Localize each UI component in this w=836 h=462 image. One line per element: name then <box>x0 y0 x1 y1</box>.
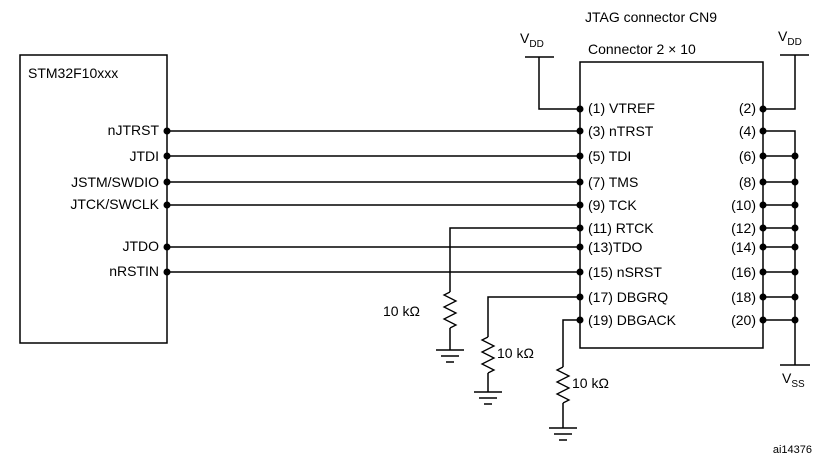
pin-19-label: (19) DBGACK <box>588 312 677 328</box>
connector-left-dots <box>576 105 584 324</box>
vdd-left: VDD <box>520 30 580 110</box>
connector-left-pins: (1) VTREF (3) nTRST (5) TDI (7) TMS (9) … <box>588 100 677 328</box>
vdd-right-sub: DD <box>787 37 801 48</box>
pin-12-label: (12) <box>731 220 756 236</box>
resistor-dbgrq-label: 10 kΩ <box>497 345 534 361</box>
pin-1-label: (1) VTREF <box>588 100 655 116</box>
vss-sub: SS <box>791 379 805 390</box>
connector-subtitle: Connector 2 × 10 <box>588 41 696 57</box>
pin-8-label: (8) <box>739 174 756 190</box>
mcu-name: STM32F10xxx <box>28 65 118 81</box>
pin-4-label: (4) <box>739 123 756 139</box>
resistor-rtck: 10 kΩ <box>383 227 580 363</box>
pin-11-label: (11) RTCK <box>588 220 654 236</box>
pin-20-label: (20) <box>731 312 756 328</box>
resistor-dbgack: 10 kΩ <box>549 319 609 441</box>
resistor-rtck-label: 10 kΩ <box>383 303 420 319</box>
pin-2-label: (2) <box>739 100 756 116</box>
pin-14-label: (14) <box>731 239 756 255</box>
mcu-pin-jstm-swdio: JSTM/SWDIO <box>71 174 159 190</box>
mcu-pin-njtrst: nJTRST <box>108 122 160 138</box>
pin-5-label: (5) TDI <box>588 148 631 164</box>
pin-18-label: (18) <box>731 289 756 305</box>
pin-15-label: (15) nSRST <box>588 264 662 280</box>
vss-bus: VSS <box>763 130 810 390</box>
svg-text:VDD: VDD <box>778 28 802 48</box>
connector-title: JTAG connector CN9 <box>585 9 717 25</box>
pin-13-label: (13)TDO <box>588 239 643 255</box>
resistor-dbgrq: 10 kΩ <box>474 296 580 405</box>
vdd-right-main: V <box>778 28 788 44</box>
mcu-pin-jtck-swclk: JTCK/SWCLK <box>70 196 159 212</box>
connector-block <box>579 61 764 349</box>
pin-9-label: (9) TCK <box>588 197 637 213</box>
mcu-pin-jtdi: JTDI <box>129 148 159 164</box>
pin-10-label: (10) <box>731 197 756 213</box>
vdd-left-main: V <box>520 30 530 46</box>
figure-id: ai14376 <box>773 444 812 456</box>
pin-17-label: (17) DBGRQ <box>588 289 668 305</box>
signal-wires <box>167 130 580 273</box>
svg-text:VSS: VSS <box>782 370 805 390</box>
vdd-left-sub: DD <box>529 39 543 50</box>
pin-3-label: (3) nTRST <box>588 123 654 139</box>
svg-text:VDD: VDD <box>520 30 544 50</box>
connector-right-pins: (2) (4) (6) (8) (10) (12) (14) (16) (18)… <box>731 100 756 328</box>
mcu-pin-dots <box>163 127 171 276</box>
pin-7-label: (7) TMS <box>588 174 638 190</box>
pin-16-label: (16) <box>731 264 756 280</box>
mcu-pin-nrstin: nRSTIN <box>109 263 159 279</box>
mcu-block <box>19 54 168 344</box>
mcu-pin-jtdo: JTDO <box>122 238 159 254</box>
pin-6-label: (6) <box>739 148 756 164</box>
vdd-right: VDD <box>763 28 809 110</box>
vss-main: V <box>782 370 792 386</box>
resistor-dbgack-label: 10 kΩ <box>572 375 609 391</box>
